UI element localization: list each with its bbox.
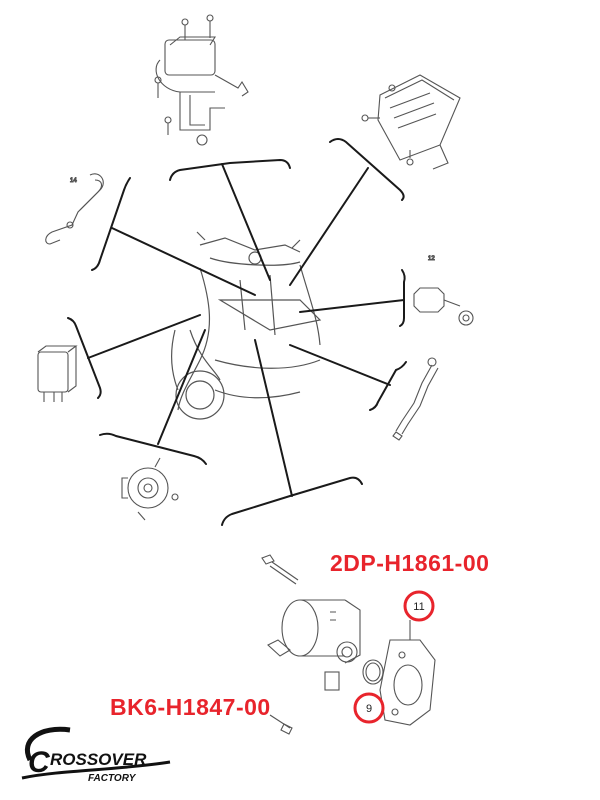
crank-sensor-sketch bbox=[121, 457, 179, 521]
part-number-2dp-h1861-00: 2DP-H1861-00 bbox=[330, 550, 490, 576]
cable-bracket-sketch: 14 bbox=[45, 173, 104, 245]
callout-12: 12 bbox=[428, 256, 435, 262]
callout-number-11: 11 bbox=[413, 601, 424, 613]
callout-circle-11: 11 bbox=[403, 590, 435, 622]
logo-line2: FACTORY bbox=[88, 773, 137, 784]
crossover-factory-logo: C ROSSOVER FACTORY bbox=[21, 726, 171, 784]
temperature-sensor-sketch: 12 bbox=[413, 255, 474, 326]
scooter-sketch bbox=[171, 231, 322, 420]
leader-lines bbox=[67, 138, 407, 526]
callout-circle-9: 9 bbox=[353, 692, 385, 724]
callout-number-9: 9 bbox=[366, 703, 372, 715]
part-number-bk6-h1847-00: BK6-H1847-00 bbox=[110, 694, 271, 720]
relay-sketch bbox=[37, 345, 78, 402]
logo-initial: C bbox=[28, 746, 51, 779]
solenoid-valve-sketch bbox=[261, 554, 436, 735]
ignition-coil-sketch bbox=[154, 14, 249, 146]
callout-14: 14 bbox=[70, 178, 77, 184]
logo-line1: ROSSOVER bbox=[50, 750, 147, 769]
ecu-sketch bbox=[361, 74, 461, 170]
oxygen-sensor-sketch bbox=[392, 357, 439, 441]
